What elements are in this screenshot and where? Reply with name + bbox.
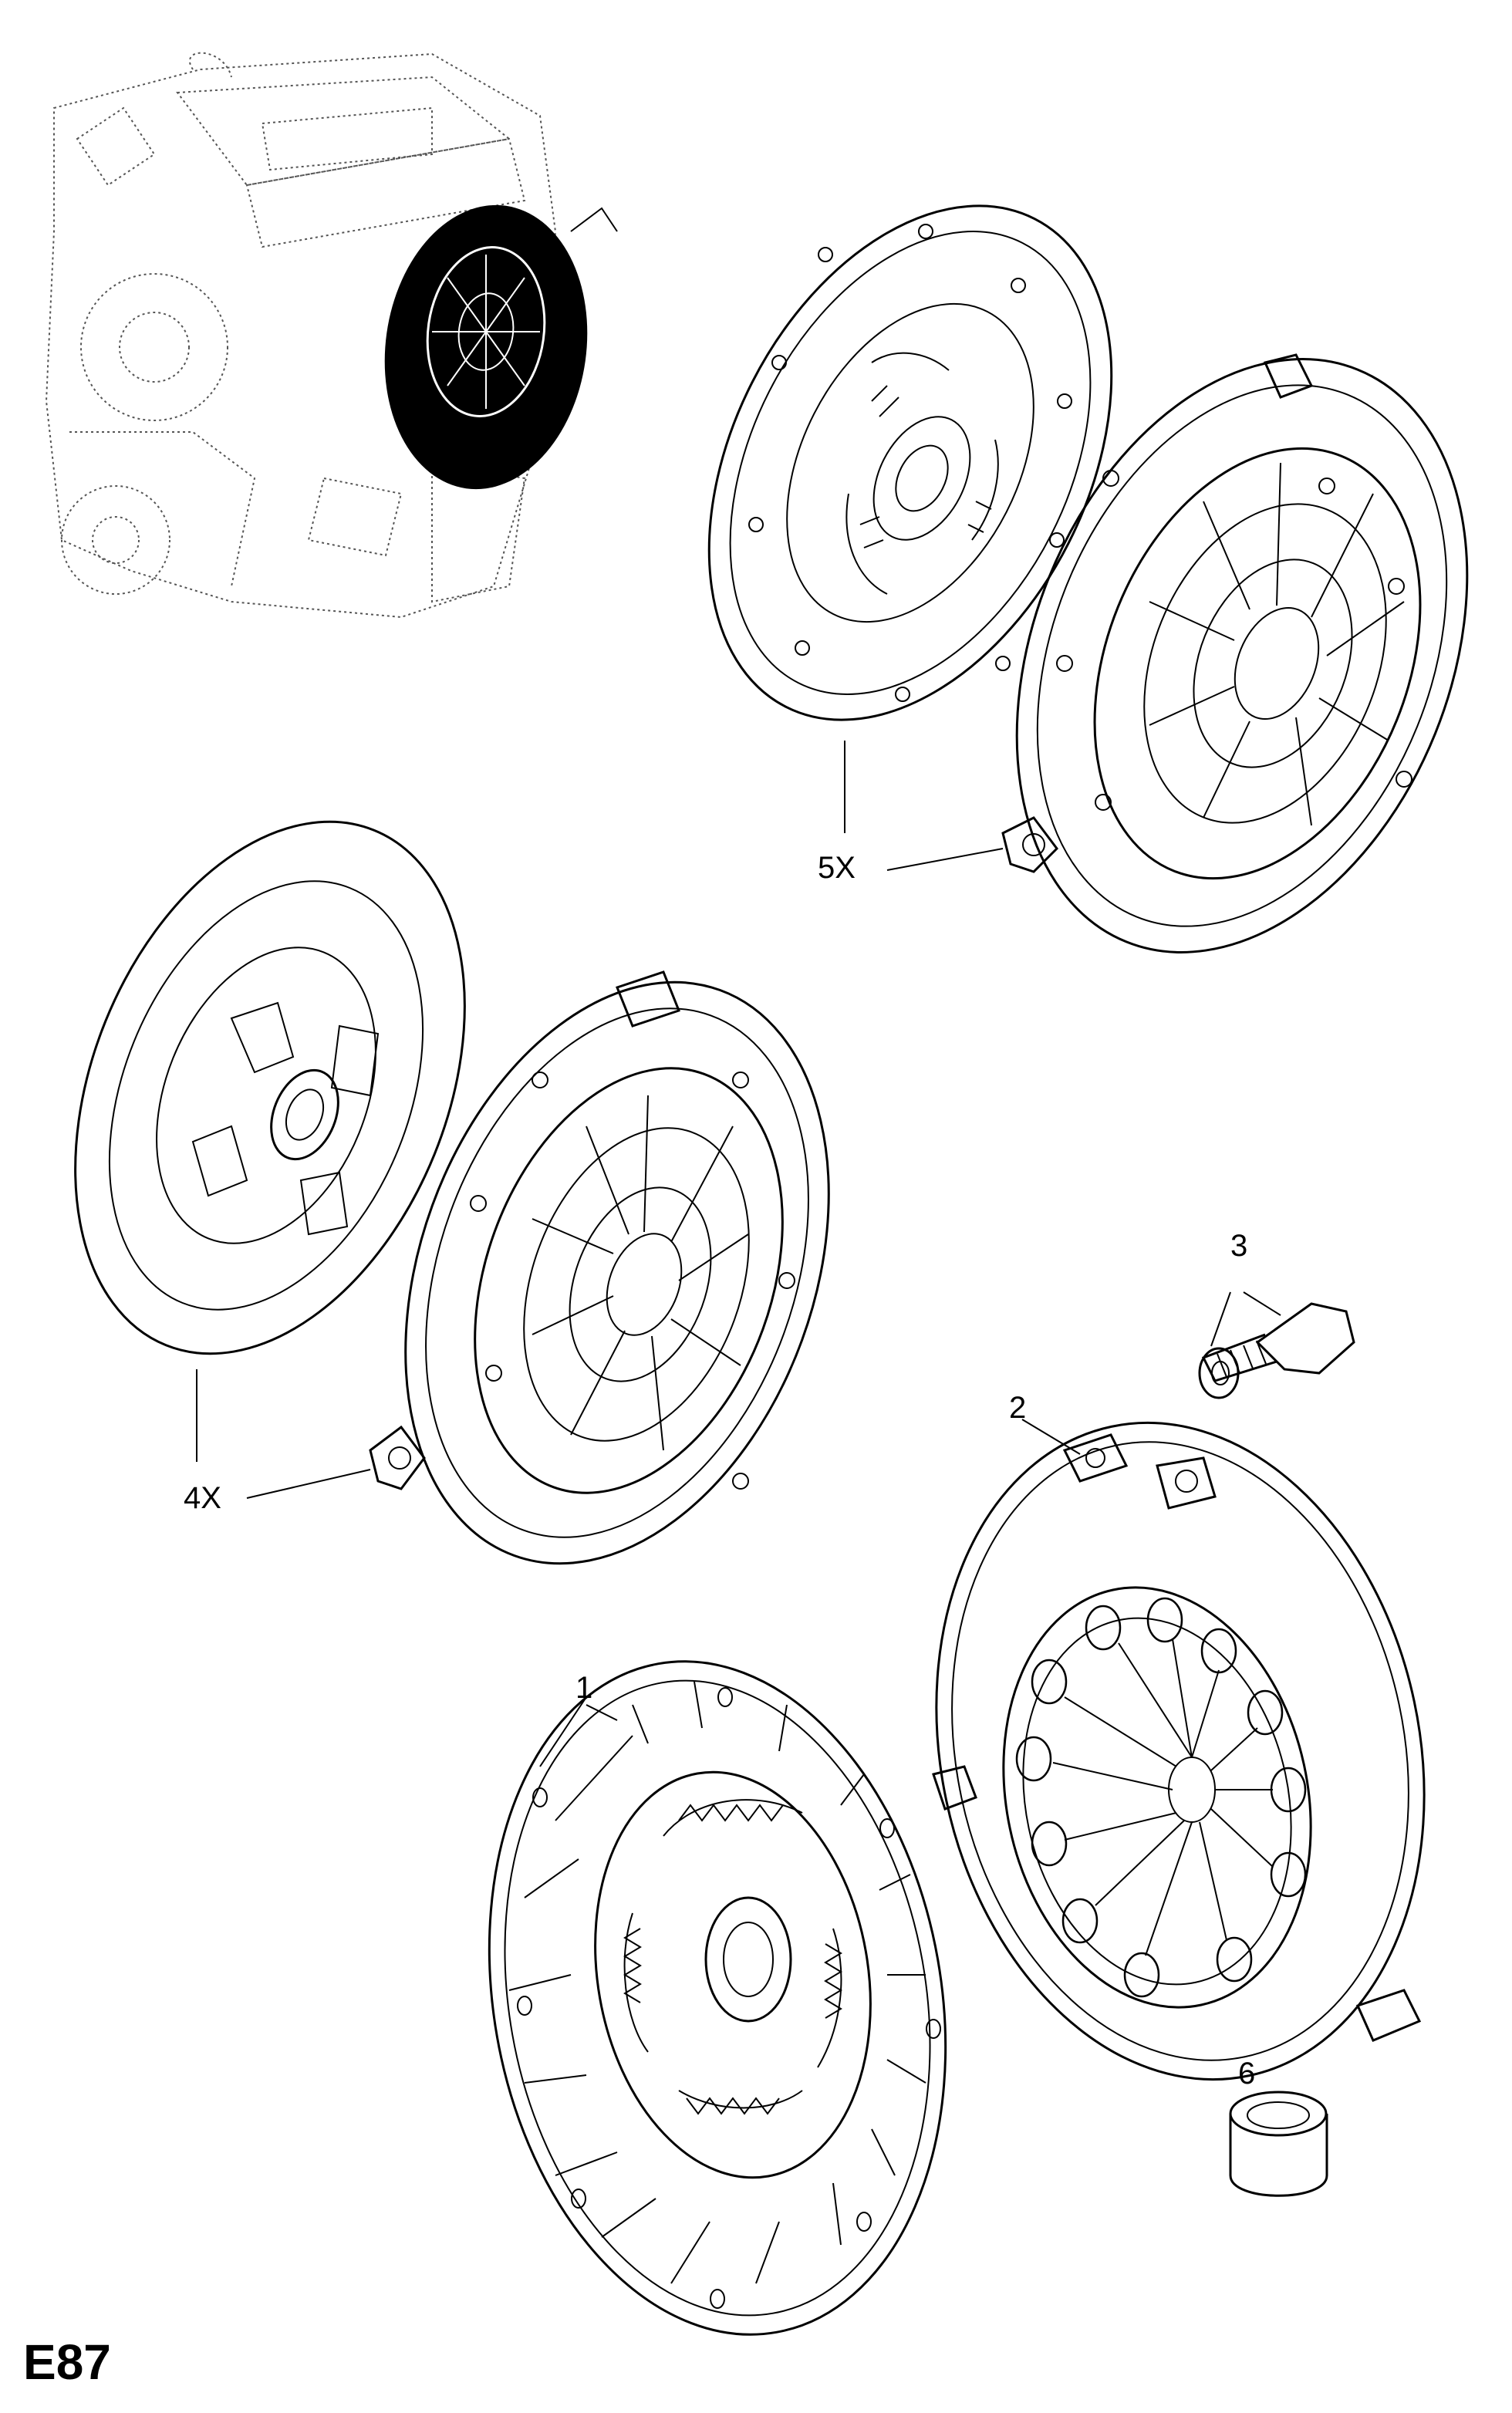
kit-4x-pressure-plate [369, 970, 830, 1565]
callout-part-6: 6 [1238, 2057, 1256, 2091]
part-2-pressure-plate [932, 1419, 1426, 2081]
kit-5x-clutch-disc [707, 204, 1113, 721]
leader-lines-4x [196, 1369, 371, 1499]
part-1-clutch-disc [488, 1660, 947, 2336]
page-code: E87 [23, 2334, 111, 2390]
callout-part-3: 3 [1230, 1229, 1248, 1263]
callout-part-2: 2 [1009, 1391, 1027, 1425]
callout-kit-5x: 5X [818, 851, 856, 885]
leader-lines-5x [844, 741, 1004, 871]
callout-part-1: 1 [575, 1671, 593, 1705]
callout-kit-4x: 4X [184, 1481, 221, 1515]
kit-4x-clutch-disc [74, 820, 466, 1355]
part-3-bolt-and-washer [1198, 1291, 1355, 1399]
kit-5x-pressure-plate [1001, 353, 1469, 953]
part-6-pilot-bushing [1229, 2091, 1328, 2197]
engine-clutch-highlight [384, 204, 618, 490]
engine-overview-illustration [45, 52, 557, 619]
